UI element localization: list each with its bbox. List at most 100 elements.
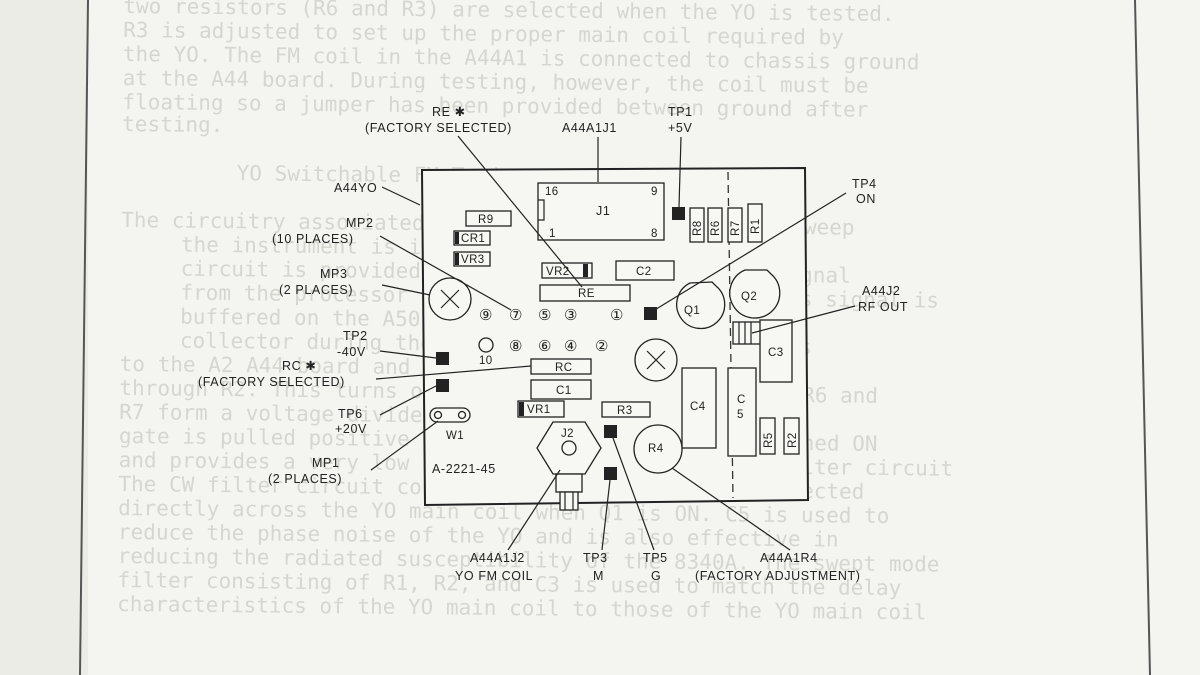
- tp1-callout-line1: TP1: [668, 105, 693, 119]
- resistor-r9: [465, 210, 512, 227]
- mp2-point-10-circle: [478, 337, 494, 353]
- resistor-r7: [727, 207, 743, 243]
- j1-callout: A44A1J1: [562, 121, 617, 135]
- r8-label: R8: [692, 220, 704, 236]
- vr2-label: VR2: [546, 266, 570, 278]
- r3-label: R3: [617, 405, 633, 417]
- rf-out-callout-line1: A44J2: [862, 284, 900, 298]
- capacitor-c5: [727, 367, 757, 457]
- transistor-q1: [676, 281, 726, 330]
- tp2-callout-line1: TP2: [343, 329, 368, 343]
- mp2-row1: ⑨ ⑦ ⑤ ③ ①: [479, 307, 624, 324]
- mp2-point-4: ④: [564, 338, 578, 355]
- resistor-r3: [601, 401, 651, 418]
- mp1-callout-line1: MP1: [312, 456, 340, 470]
- r6-label: R6: [710, 220, 722, 236]
- bleed-through-line: testing.: [122, 112, 223, 137]
- mp2-point-8: ⑧: [509, 338, 523, 355]
- mp1-callout-line2: (2 PLACES): [268, 472, 342, 486]
- resistor-re: [539, 284, 631, 302]
- tp3-callout-line1: TP3: [583, 551, 608, 565]
- callouts: RE ✱ (FACTORY SELECTED) A44A1J1 TP1 +5V …: [198, 105, 908, 583]
- mp2-point-5: ⑤: [538, 307, 552, 324]
- tp4-pad: [644, 307, 657, 320]
- c5-label-5: 5: [737, 409, 744, 421]
- connector-j2: J2: [536, 421, 602, 511]
- c5-label-c: C: [737, 394, 746, 406]
- regulator-vr3: [453, 251, 491, 267]
- drawing-code: A-2221-45: [432, 462, 496, 476]
- rc-callout-line1: RC ✱: [282, 359, 316, 373]
- rc-label: RC: [555, 362, 572, 374]
- r9-label: R9: [478, 214, 494, 226]
- c2-label: C2: [636, 266, 652, 278]
- mp2-callout-line1: MP2: [346, 216, 374, 230]
- rc-callout-line2: (FACTORY SELECTED): [198, 375, 345, 389]
- resistor-r1: [747, 203, 763, 243]
- mp2-point-10: 10: [479, 355, 493, 367]
- re-callout-line1: RE ✱: [432, 105, 466, 119]
- tp5-callout-line1: TP5: [643, 551, 668, 565]
- j2-callout-line2: YO FM COIL: [455, 569, 533, 583]
- potentiometer-r4: [633, 424, 683, 474]
- diode-cr1: [453, 230, 491, 246]
- capacitor-c1: [530, 379, 592, 400]
- mp2-point-1: ①: [610, 307, 624, 324]
- tp2-callout-line2: -40V: [337, 345, 366, 359]
- mp2-point-3: ③: [564, 307, 578, 324]
- capacitor-c2: [615, 260, 675, 281]
- tp6-pad: [436, 379, 449, 392]
- tp5-callout-line2: G: [651, 569, 661, 583]
- regulator-vr1: [517, 400, 565, 418]
- page-right-edge: [1134, 0, 1151, 675]
- mp2-point-6: ⑥: [538, 338, 552, 355]
- j2-callout-line1: A44A1J2: [470, 551, 525, 565]
- r7-label: R7: [730, 220, 742, 236]
- mounting-hole-mp3-top: [428, 277, 472, 321]
- tp1-callout-line2: +5V: [668, 121, 692, 135]
- r2-label: R2: [787, 432, 799, 448]
- mp3-callout-line1: MP3: [320, 267, 348, 281]
- page-left-edge: [79, 0, 89, 675]
- vr3-label: VR3: [461, 254, 485, 266]
- vr1-label: VR1: [527, 404, 551, 416]
- re-label: RE: [578, 288, 595, 300]
- re-callout-line2: (FACTORY SELECTED): [365, 121, 512, 135]
- mp2-row2: 10 ⑧ ⑥ ④ ②: [478, 337, 608, 367]
- cr1-label: CR1: [461, 233, 485, 245]
- w1-label: W1: [446, 430, 464, 442]
- j1-label: J1: [596, 204, 610, 218]
- r5-label: R5: [763, 432, 775, 448]
- resistor-r5: [759, 417, 776, 455]
- capacitor-c3: [759, 319, 793, 383]
- mp2-point-7: ⑦: [509, 307, 523, 324]
- capacitor-c4: [681, 367, 717, 449]
- j1-pin1: 1: [549, 228, 556, 240]
- transistor-q2: [729, 269, 781, 319]
- j1-pin16: 16: [545, 186, 559, 198]
- regulator-vr2: [541, 262, 593, 279]
- resistor-r2: [783, 417, 800, 455]
- r1-label: R1: [750, 218, 762, 234]
- mp2-point-9: ⑨: [479, 307, 493, 324]
- rf-out-connector: [732, 321, 762, 345]
- j1-pin8: 8: [651, 228, 658, 240]
- c3-label: C3: [768, 347, 784, 359]
- mp2-callout-line2: (10 PLACES): [272, 232, 354, 246]
- tp3-callout-line2: M: [593, 569, 604, 583]
- r4-label: R4: [648, 443, 664, 455]
- rf-out-callout-line2: RF OUT: [858, 300, 908, 314]
- tp6-callout-line2: +20V: [335, 422, 367, 436]
- tp4-callout-line2: ON: [856, 192, 876, 206]
- a44yo-callout: A44YO: [334, 181, 377, 195]
- mounting-hole-mp3-bottom: [634, 338, 678, 382]
- c4-label: C4: [690, 401, 706, 413]
- connector-j1: 16 9 1 8 J1: [537, 182, 665, 241]
- q2-label: Q2: [741, 291, 757, 303]
- q1-label: Q1: [684, 305, 700, 317]
- tp2-pad: [436, 352, 449, 365]
- j2-label: J2: [561, 428, 574, 440]
- mp3-callout-line2: (2 PLACES): [279, 283, 353, 297]
- tp1-pad: [672, 207, 685, 220]
